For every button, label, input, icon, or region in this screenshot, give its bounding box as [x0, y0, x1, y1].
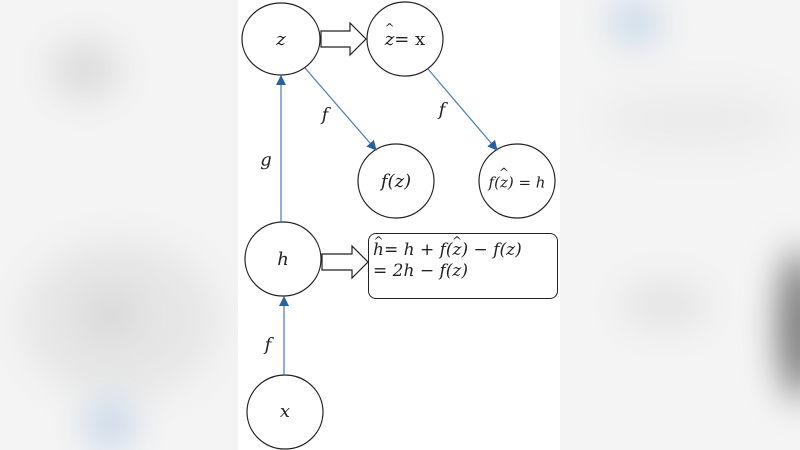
fzh-prefix: f(: [488, 173, 500, 192]
node-f-z-hat-label: f(z) = h: [488, 173, 546, 192]
z-hat-rest: = x: [394, 29, 426, 50]
background-blob: [85, 400, 135, 450]
equation-line-2: = 2h − f(z): [373, 261, 468, 281]
edge-z-to-fz: [304, 67, 377, 151]
eq1-a: = h + f(: [383, 240, 453, 260]
implication-arrow-h: [321, 244, 369, 280]
equation-box: h= h + f(z) − f(z) = 2h − f(z): [368, 233, 558, 299]
edge-label-z-fz: f: [321, 104, 329, 126]
node-z-hat-label: z= x: [385, 31, 425, 49]
background-blob: [50, 40, 120, 100]
background-blob: [610, 0, 660, 45]
background-blob: [620, 280, 710, 330]
node-z-label: z: [276, 29, 286, 50]
eq1-b: ) − f(z): [461, 240, 522, 260]
background-blob: [600, 90, 790, 150]
background-blob: [780, 250, 800, 400]
edge-label-h-z: g: [260, 149, 272, 171]
fzh-suffix: ) = h: [507, 173, 546, 192]
z-hat-symbol: z: [385, 31, 394, 49]
node-f-z-label: f(z): [380, 171, 412, 192]
equation-line-1: h= h + f(z) − f(z): [373, 240, 553, 261]
background-blob: [80, 290, 140, 340]
edge-label-x-h: f: [264, 334, 272, 356]
implication-arrow-z: [320, 21, 367, 57]
node-x-label: x: [279, 401, 291, 422]
h-hat: h: [373, 240, 384, 261]
edge-label-zhat-fzhat: f: [438, 99, 446, 121]
node-f-z: [357, 143, 435, 219]
eq1-zhat: z: [453, 240, 462, 261]
fzh-hat: z: [500, 175, 508, 191]
node-f-z-hat: [478, 143, 556, 219]
node-x: [246, 374, 324, 450]
edge-zhat-to-fzhat: [427, 68, 498, 151]
node-h-label: h: [277, 249, 289, 270]
